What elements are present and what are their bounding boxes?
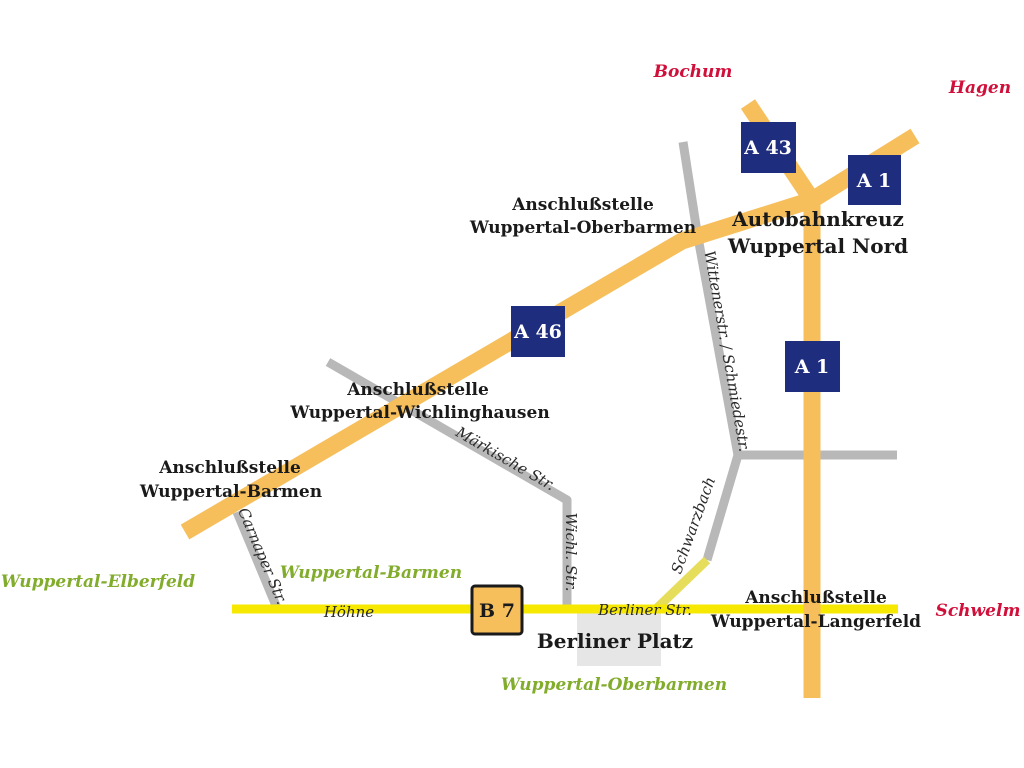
a43-shield: A 43: [741, 122, 796, 173]
kreuz-label: Autobahnkreuz Wuppertal Nord: [727, 207, 908, 258]
svg-text:A 1: A 1: [856, 170, 892, 192]
carnaper-street: [232, 510, 282, 610]
svg-text:Wuppertal Nord: Wuppertal Nord: [727, 234, 908, 258]
svg-text:Wuppertal-Wichlinghausen: Wuppertal-Wichlinghausen: [289, 403, 549, 423]
svg-text:Wuppertal-Langerfeld: Wuppertal-Langerfeld: [710, 612, 921, 632]
svg-text:Anschlußstelle: Anschlußstelle: [744, 588, 887, 608]
schwelm-label: Schwelm: [936, 601, 1021, 621]
schwarzbach-street: [702, 453, 743, 562]
oberbarmen-junction-label: Anschlußstelle Wuppertal-Oberbarmen: [469, 195, 696, 238]
svg-text:Anschlußstelle: Anschlußstelle: [346, 380, 489, 400]
wittener-schmiede-street: [692, 231, 743, 456]
wittener-street-upper: [678, 141, 702, 233]
a46-shield: A 46: [511, 306, 565, 357]
langerfeld-junction-label: Anschlußstelle Wuppertal-Langerfeld: [710, 588, 921, 632]
bochum-label: Bochum: [653, 62, 733, 82]
maerkische-street-label: Märkische Str.: [452, 423, 558, 495]
wichl-street-label: Wichl. Str.: [562, 513, 580, 592]
a46-motorway: [180, 191, 815, 540]
a1-shield-mid: A 1: [785, 341, 840, 392]
b7-shield: B 7: [470, 584, 524, 636]
svg-text:Anschlußstelle: Anschlußstelle: [511, 195, 654, 215]
wittener-street-label: Wittenerstr. / Schmiedestr.: [700, 249, 753, 453]
barmen-junction-label: Anschlußstelle Wuppertal-Barmen: [139, 458, 322, 502]
svg-text:A 1: A 1: [794, 356, 830, 378]
berliner-platz-area: [577, 606, 661, 666]
svg-text:Anschlußstelle: Anschlußstelle: [158, 458, 301, 478]
schwarzbach-yellow-segment: [653, 556, 711, 612]
wichlinghausen-junction-label: Anschlußstelle Wuppertal-Wichlinghausen: [289, 380, 549, 423]
svg-text:Wuppertal-Barmen: Wuppertal-Barmen: [139, 482, 322, 502]
hagen-label: Hagen: [948, 78, 1011, 98]
a1-shield-top: A 1: [848, 155, 901, 205]
svg-text:Wuppertal-Oberbarmen: Wuppertal-Oberbarmen: [469, 218, 696, 238]
svg-text:A 46: A 46: [513, 321, 562, 343]
berliner-platz-label: Berliner Platz: [537, 629, 693, 653]
svg-text:A 43: A 43: [743, 137, 792, 159]
oberbarmen-district-label: Wuppertal-Oberbarmen: [501, 675, 727, 695]
carnaper-street-label: Carnaper Str.: [234, 505, 291, 607]
barmen-district-label: Wuppertal-Barmen: [280, 563, 462, 583]
svg-text:B 7: B 7: [479, 600, 515, 622]
berliner-street-label: Berliner Str.: [597, 601, 692, 619]
elberfeld-label: Wuppertal-Elberfeld: [1, 572, 195, 592]
svg-text:Autobahnkreuz: Autobahnkreuz: [731, 207, 904, 231]
hoehne-street-label: Höhne: [323, 603, 374, 621]
